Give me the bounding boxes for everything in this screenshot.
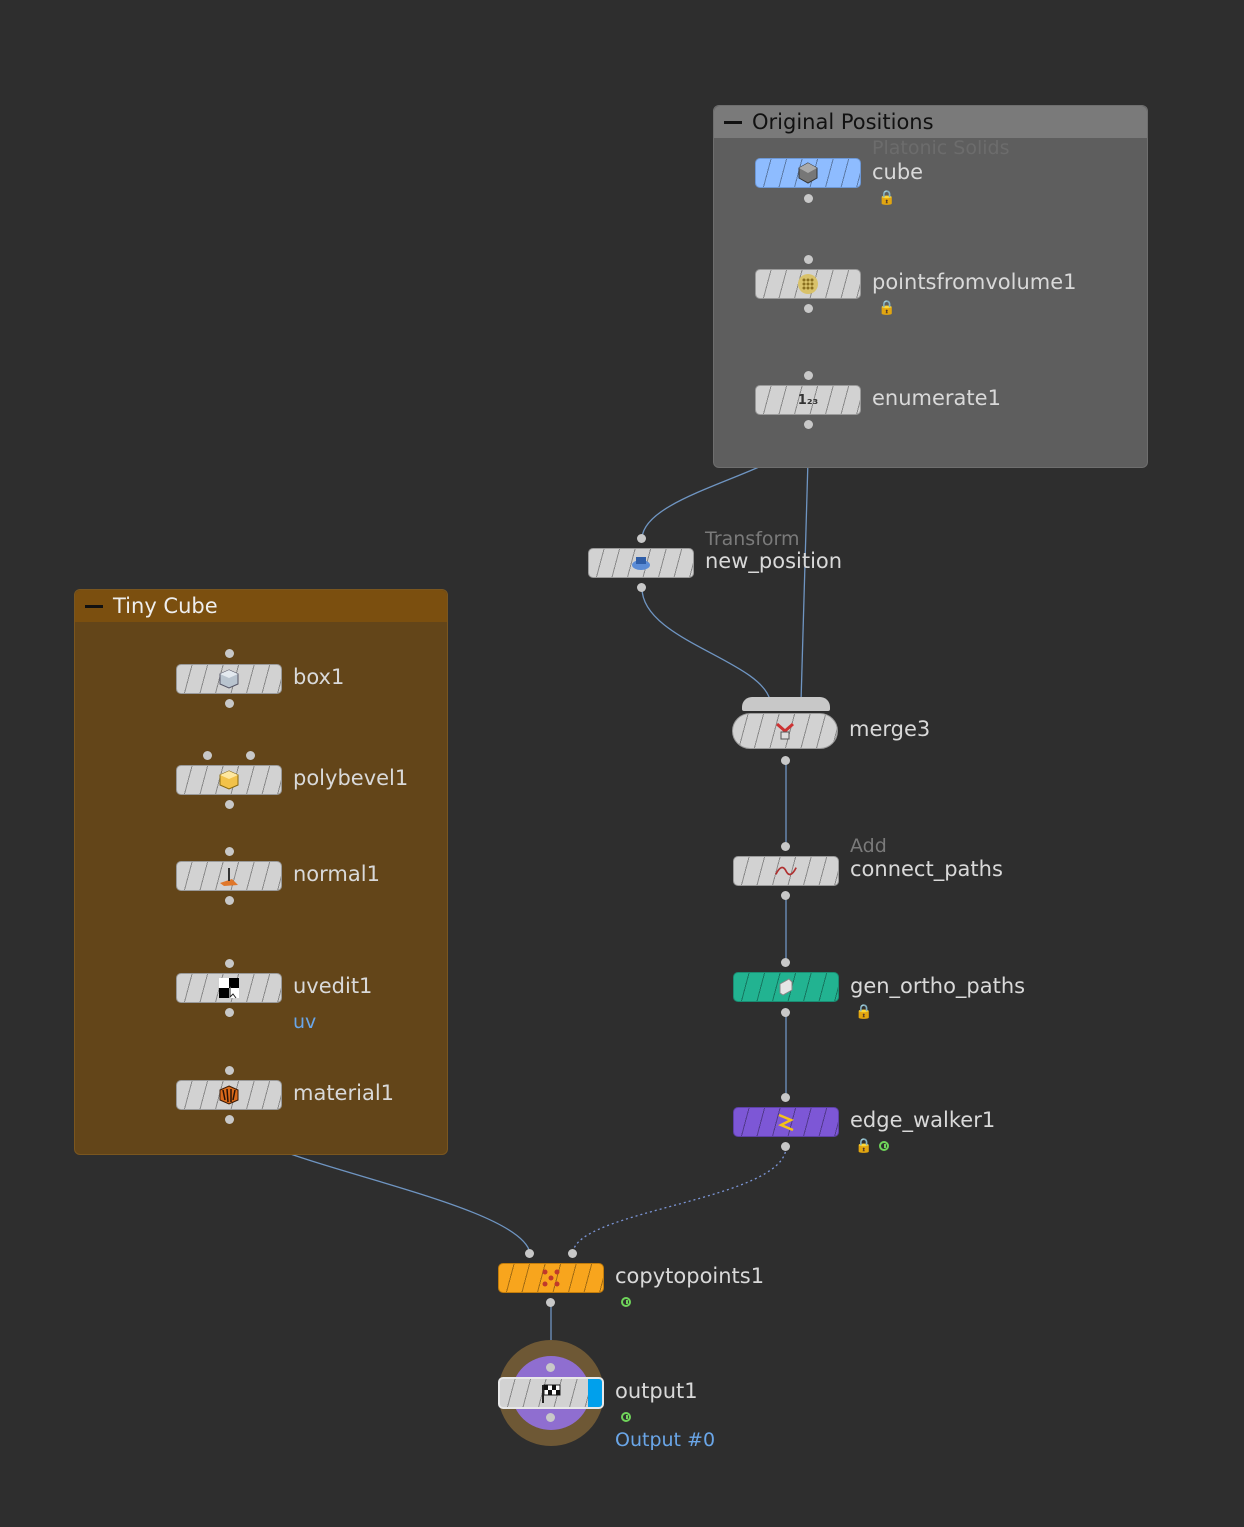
add-curve-icon — [775, 860, 797, 882]
output-connector[interactable] — [804, 420, 813, 429]
node-connect-paths[interactable] — [733, 856, 839, 886]
input-connector[interactable] — [781, 842, 790, 851]
merge-icon — [774, 720, 796, 742]
output-connector[interactable] — [546, 1413, 555, 1422]
output-connector[interactable] — [225, 1115, 234, 1124]
output-connector[interactable] — [225, 699, 234, 708]
node-pointsfromvolume[interactable] — [755, 269, 861, 299]
collapse-icon[interactable] — [724, 120, 742, 124]
node-comment: Transform — [705, 528, 800, 550]
node-normal[interactable] — [176, 861, 282, 891]
node-name: gen_ortho_paths — [850, 974, 1026, 998]
output-connector[interactable] — [225, 800, 234, 809]
node-name: normal1 — [293, 862, 380, 886]
node-name: output1 — [615, 1379, 698, 1403]
box-icon — [218, 668, 240, 690]
input-connector[interactable] — [225, 649, 234, 658]
input-connector[interactable] — [225, 959, 234, 968]
lock-icon: 🔒 — [878, 190, 896, 206]
node-name: edge_walker1 — [850, 1108, 996, 1132]
platonic-solid-icon — [797, 162, 819, 184]
node-attribute-label: uv — [293, 1011, 317, 1033]
time-dependent-icon — [621, 1297, 631, 1307]
uv-edit-icon — [218, 977, 240, 999]
network-box-title: Original Positions — [752, 110, 934, 134]
node-name: connect_paths — [850, 857, 1003, 881]
edge-walker-icon — [775, 1111, 797, 1133]
network-box-header[interactable]: Original Positions — [714, 106, 1147, 138]
transform-icon — [630, 552, 652, 574]
node-name: polybevel1 — [293, 766, 409, 790]
input-connector[interactable] — [568, 1249, 577, 1258]
normal-icon — [218, 865, 240, 887]
connection-wire[interactable] — [572, 1146, 787, 1254]
output-connector[interactable] — [546, 1298, 555, 1307]
time-dependent-icon — [621, 1412, 631, 1422]
node-output[interactable] — [498, 1377, 604, 1409]
node-name: uvedit1 — [293, 974, 373, 998]
input-connector[interactable] — [546, 1363, 555, 1372]
points-from-volume-icon — [797, 273, 819, 295]
input-connector[interactable] — [781, 1093, 790, 1102]
node-name: material1 — [293, 1081, 395, 1105]
node-comment: Add — [850, 835, 887, 857]
node-comment: Platonic Solids — [872, 137, 1010, 159]
output-connector[interactable] — [637, 583, 646, 592]
node-new-position[interactable] — [588, 548, 694, 578]
output-connector[interactable] — [225, 1008, 234, 1017]
input-connector[interactable] — [225, 847, 234, 856]
input-connector[interactable] — [525, 1249, 534, 1258]
node-name: cube — [872, 160, 924, 184]
connection-wire[interactable] — [641, 587, 771, 701]
node-edge-walker[interactable] — [733, 1107, 839, 1137]
node-polybevel[interactable] — [176, 765, 282, 795]
node-copytopoints[interactable] — [498, 1263, 604, 1293]
output-connector[interactable] — [225, 896, 234, 905]
network-box-header[interactable]: Tiny Cube — [75, 590, 447, 622]
collapse-icon[interactable] — [85, 604, 103, 608]
ortho-paths-icon — [775, 976, 797, 998]
input-connector[interactable] — [804, 371, 813, 380]
input-connector[interactable] — [804, 255, 813, 264]
input-connector[interactable] — [637, 534, 646, 543]
polybevel-icon — [218, 769, 240, 791]
output-connector[interactable] — [781, 1008, 790, 1017]
output-connector[interactable] — [781, 891, 790, 900]
lock-icon: 🔒 — [855, 1004, 873, 1020]
node-box[interactable] — [176, 664, 282, 694]
node-uvedit[interactable] — [176, 973, 282, 1003]
output-connector[interactable] — [804, 194, 813, 203]
lock-icon: 🔒 — [855, 1138, 873, 1154]
output-connector[interactable] — [781, 1142, 790, 1151]
output-flag-badge[interactable] — [588, 1379, 602, 1407]
copy-to-points-icon — [540, 1267, 562, 1289]
node-merge[interactable] — [732, 713, 838, 749]
lock-icon: 🔒 — [878, 300, 896, 316]
input-connector[interactable] — [225, 1066, 234, 1075]
input-connector[interactable] — [781, 958, 790, 967]
input-connector[interactable] — [203, 751, 212, 760]
node-name: pointsfromvolume1 — [872, 270, 1077, 294]
material-icon — [218, 1084, 240, 1106]
output-connector[interactable] — [781, 756, 790, 765]
time-dependent-icon — [879, 1141, 889, 1151]
node-material[interactable] — [176, 1080, 282, 1110]
node-cube[interactable] — [755, 158, 861, 188]
network-box-title: Tiny Cube — [113, 594, 218, 618]
node-gen-ortho-paths[interactable] — [733, 972, 839, 1002]
node-name: copytopoints1 — [615, 1264, 765, 1288]
connection-wire[interactable] — [800, 424, 810, 703]
node-name: new_position — [705, 549, 843, 573]
node-name: merge3 — [849, 717, 931, 741]
output-connector[interactable] — [804, 304, 813, 313]
output-index-label: Output #0 — [615, 1429, 716, 1451]
node-name: box1 — [293, 665, 345, 689]
node-name: enumerate1 — [872, 386, 1001, 410]
merge-input-bar[interactable] — [742, 697, 830, 711]
checkered-flag-icon — [540, 1382, 562, 1404]
enumerate-icon: 1₂₃ — [797, 392, 819, 408]
input-connector[interactable] — [246, 751, 255, 760]
node-enumerate[interactable]: 1₂₃ — [755, 385, 861, 415]
